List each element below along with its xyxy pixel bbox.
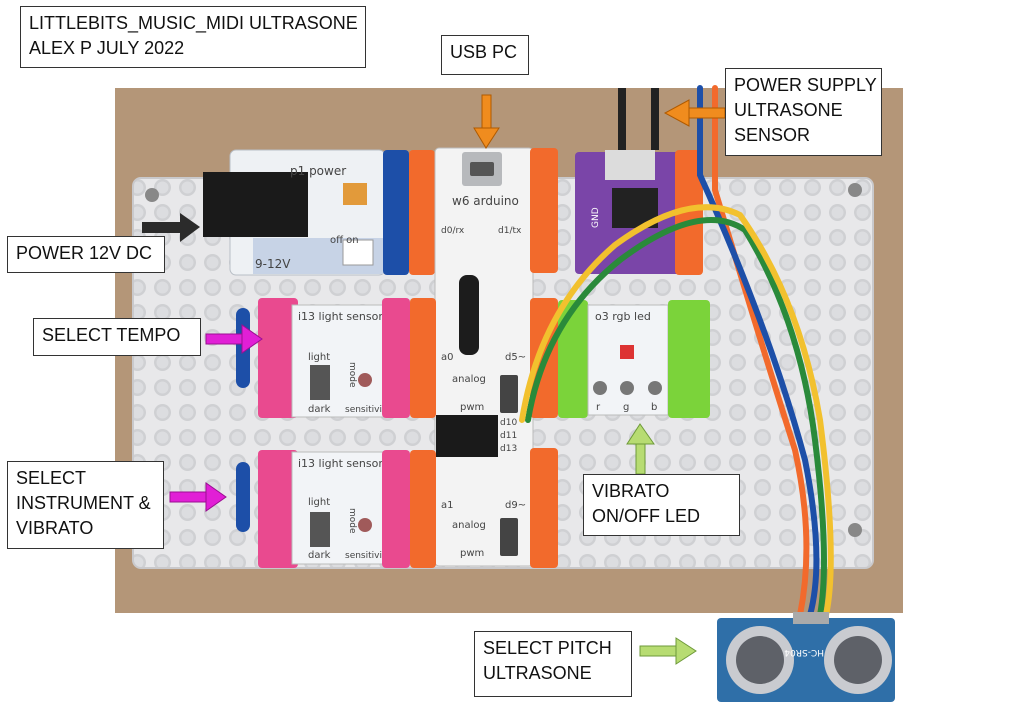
svg-text:d0/rx: d0/rx bbox=[441, 226, 465, 236]
arduino-label: w6 arduino bbox=[452, 194, 519, 208]
light-sensor-2-label: i13 light sensor bbox=[298, 457, 383, 470]
callout-vibrato-led: VIBRATO ON/OFF LED bbox=[583, 474, 740, 536]
callout-power-12v: POWER 12V DC bbox=[7, 236, 165, 273]
power-module-label: p1 power bbox=[290, 164, 346, 178]
svg-text:a0: a0 bbox=[441, 352, 454, 363]
callout-instrument-line-2: INSTRUMENT & bbox=[16, 493, 151, 513]
arrow-tempo bbox=[205, 324, 263, 354]
svg-text:b: b bbox=[651, 402, 657, 413]
svg-text:d13: d13 bbox=[500, 444, 517, 454]
callout-select-instrument: SELECT INSTRUMENT & VIBRATO bbox=[7, 461, 164, 549]
arrow-instrument bbox=[169, 482, 227, 512]
svg-text:dark: dark bbox=[308, 550, 331, 561]
svg-text:d10: d10 bbox=[500, 418, 517, 428]
light-sensor-module-2: i13 light sensor light dark mode sensiti… bbox=[236, 450, 386, 568]
svg-text:r: r bbox=[596, 402, 601, 413]
power-module: p1 power 9-12V off on bbox=[203, 149, 386, 276]
title-line-1: LITTLEBITS_MUSIC_MIDI ULTRASONE bbox=[29, 13, 358, 33]
title-line-2: ALEX P JULY 2022 bbox=[29, 38, 185, 58]
sensor-model-label: HC-SR04 bbox=[784, 647, 824, 657]
rgb-led-module: o3 rgb led r g b bbox=[558, 300, 710, 418]
power-range-label: 9-12V bbox=[255, 257, 291, 271]
callout-usb-pc-text: USB PC bbox=[450, 42, 518, 62]
arrow-usb bbox=[473, 94, 500, 149]
arrow-pitch bbox=[639, 637, 697, 665]
callout-vibrato-line-1: VIBRATO bbox=[592, 481, 670, 501]
callout-select-pitch: SELECT PITCH ULTRASONE bbox=[474, 631, 632, 697]
svg-text:analog: analog bbox=[452, 374, 486, 385]
svg-text:d9~: d9~ bbox=[505, 500, 526, 511]
svg-text:light: light bbox=[308, 497, 330, 508]
callout-power-supply: POWER SUPPLY ULTRASONE SENSOR bbox=[725, 68, 882, 156]
callout-pitch-line-2: ULTRASONE bbox=[483, 663, 592, 683]
svg-text:d1/tx: d1/tx bbox=[498, 226, 522, 236]
title-box: LITTLEBITS_MUSIC_MIDI ULTRASONE ALEX P J… bbox=[20, 6, 366, 68]
light-sensor-module-1: i13 light sensor light dark mode sensiti… bbox=[236, 298, 386, 418]
svg-text:light: light bbox=[308, 352, 330, 363]
arrow-power-12v bbox=[142, 213, 200, 242]
arduino-module: w6 arduino d0/rx d1/tx a0 d5~ analog pwm… bbox=[434, 147, 534, 567]
callout-instrument-line-3: VIBRATO bbox=[16, 518, 94, 538]
svg-text:d11: d11 bbox=[500, 431, 517, 441]
svg-text:dark: dark bbox=[308, 404, 331, 415]
svg-text:sensitivit: sensitivit bbox=[345, 551, 386, 561]
callout-instrument-line-1: SELECT bbox=[16, 468, 87, 488]
svg-text:mode: mode bbox=[347, 508, 357, 534]
callout-select-tempo: SELECT TEMPO bbox=[33, 318, 201, 356]
svg-text:mode: mode bbox=[347, 362, 357, 388]
svg-text:g: g bbox=[623, 402, 629, 413]
svg-text:sensitivit: sensitivit bbox=[345, 405, 386, 415]
callout-power-supply-line-2: ULTRASONE bbox=[734, 100, 843, 120]
svg-text:analog: analog bbox=[452, 520, 486, 531]
callout-pitch-line-1: SELECT PITCH bbox=[483, 638, 612, 658]
jumper-wires bbox=[519, 85, 834, 618]
callout-usb-pc: USB PC bbox=[441, 35, 529, 75]
callout-power-supply-line-1: POWER SUPPLY bbox=[734, 75, 877, 95]
callout-power-supply-line-3: SENSOR bbox=[734, 125, 811, 145]
callout-power-12v-text: POWER 12V DC bbox=[16, 243, 153, 263]
wire-connector-module: GND bbox=[575, 150, 685, 274]
svg-text:d5~: d5~ bbox=[505, 352, 526, 363]
ultrasonic-sensor: HC-SR04 bbox=[717, 612, 895, 702]
dc-jack bbox=[203, 172, 308, 237]
svg-text:GND: GND bbox=[591, 207, 601, 228]
svg-text:pwm: pwm bbox=[460, 548, 484, 559]
svg-text:pwm: pwm bbox=[460, 402, 484, 413]
power-switch-label: off on bbox=[330, 235, 359, 246]
light-sensor-1-label: i13 light sensor bbox=[298, 310, 383, 323]
svg-text:a1: a1 bbox=[441, 500, 454, 511]
callout-select-tempo-text: SELECT TEMPO bbox=[42, 325, 181, 345]
callout-vibrato-line-2: ON/OFF LED bbox=[592, 506, 701, 526]
rgb-led-label: o3 rgb led bbox=[595, 310, 651, 323]
